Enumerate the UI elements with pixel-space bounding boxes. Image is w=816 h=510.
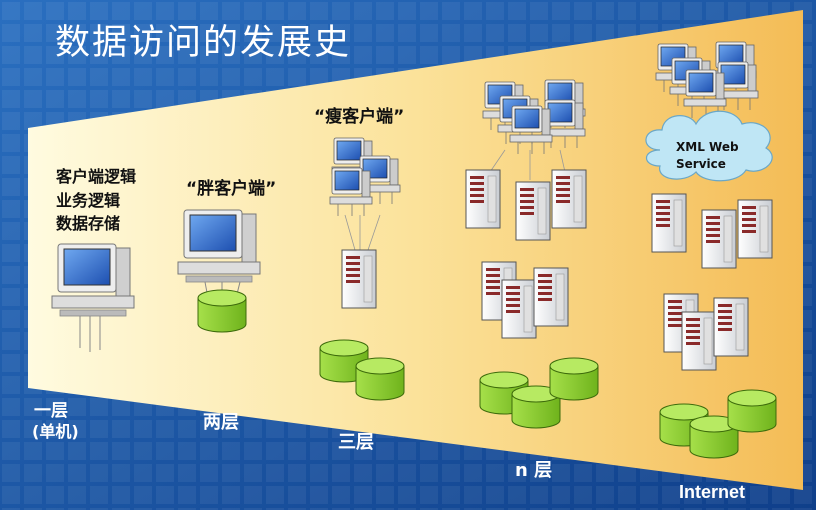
internet-web-server-2 [701,209,737,269]
internet-app-server-3 [713,297,749,357]
thin-client-label: “瘦客户端” [314,107,405,127]
tier-internet-label: Internet [679,482,746,502]
internet-web-server-3 [737,199,773,259]
fat-client-pc [177,209,261,283]
ntier-app-server-3 [533,267,569,327]
tier-two-label: 两层 [203,412,239,433]
ntier-web-server-1 [465,169,501,229]
ntier-database-3 [549,357,599,401]
tier-n-label: n 层 [515,460,553,481]
role-data-storage: 数据存储 [56,214,121,233]
role-client-logic: 客户端逻辑 [56,167,137,186]
cloud-label-line2: Service [676,157,726,171]
fat-client-label: “胖客户端” [186,179,277,199]
single-pc-cables [79,316,101,352]
xml-web-service-cloud [645,110,773,182]
tier3-database-2 [355,357,405,401]
tier-three-label: 三层 [338,432,374,453]
tier-one-sublabel: (单机) [32,422,79,441]
internet-app-server-2 [681,311,717,371]
role-business-logic: 业务逻辑 [56,191,121,210]
internet-database-3 [727,389,777,433]
thin-client-pc-3 [329,167,373,217]
ntier-pc-5 [509,105,553,155]
internet-web-server-1 [651,193,687,253]
tier-panel [28,10,803,490]
ntier-web-server-3 [551,169,587,229]
slide-title: 数据访问的发展史 [55,23,352,63]
ntier-app-server-2 [501,279,537,339]
tier3-app-server [341,249,377,309]
single-pc [51,243,135,317]
tier-one-label: 一层 [34,401,68,421]
ntier-web-server-2 [515,181,551,241]
cloud-label-line1: XML Web [676,140,739,154]
tier2-database [197,289,247,333]
